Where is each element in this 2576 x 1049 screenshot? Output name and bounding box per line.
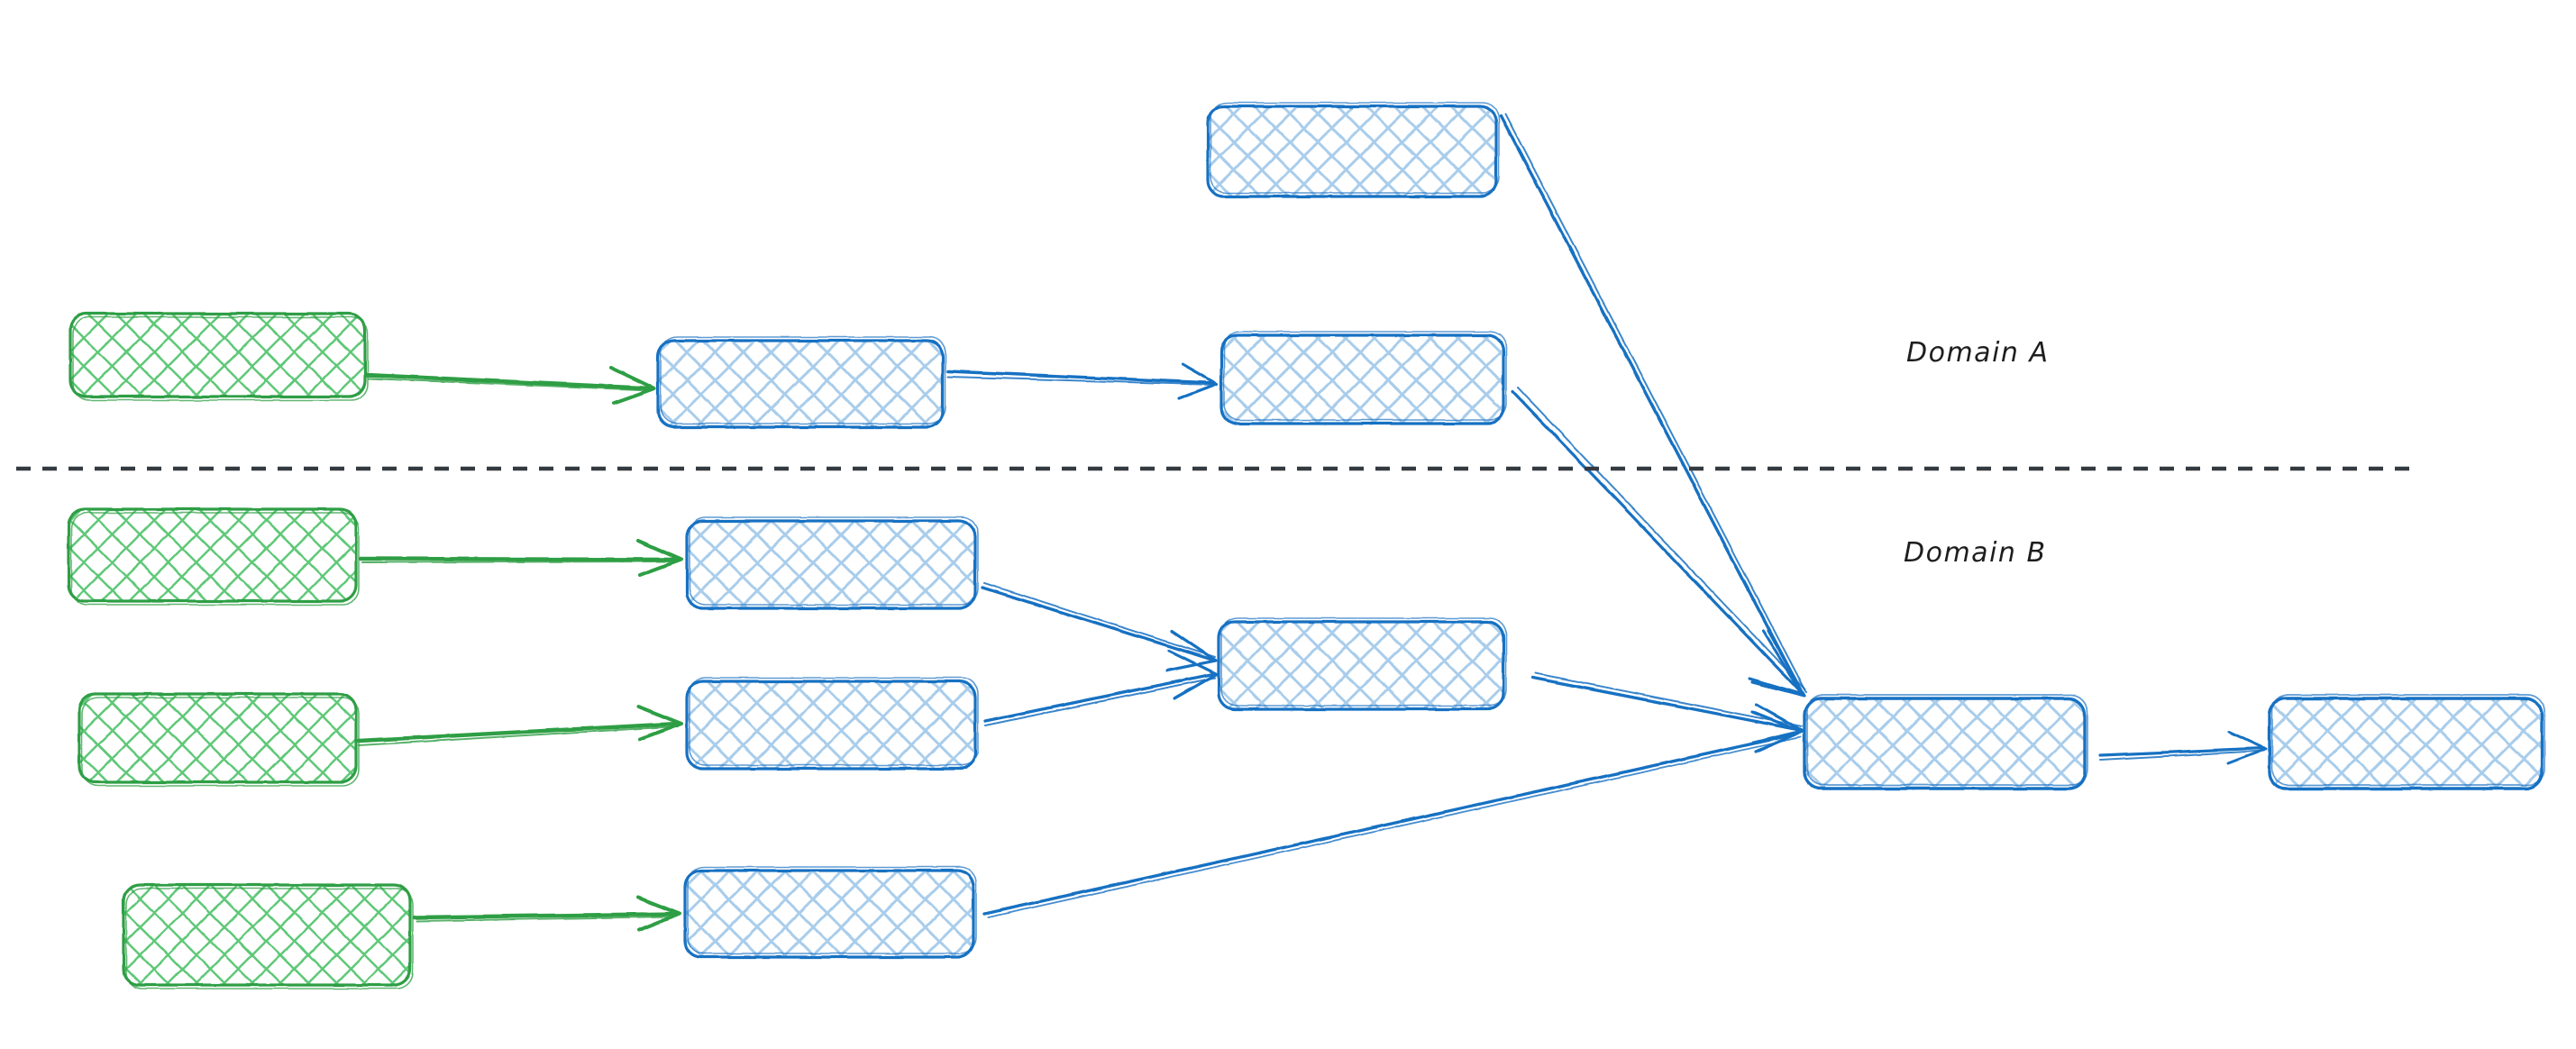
node-b-source-2[interactable] [78,692,360,787]
node-a-process-2[interactable] [1219,331,1507,425]
node-b-merge[interactable] [1217,617,1507,711]
edge-a-process-2-to-b-sink[interactable] [1511,387,1806,696]
edge-b-process-2-to-b-merge[interactable] [983,649,1219,726]
edge-a-source-1-to-a-process-1[interactable] [363,366,656,405]
node-a-source-1[interactable] [69,312,369,401]
edge-b-source-1-to-b-process-1[interactable] [358,539,683,577]
node-b-process-3[interactable] [683,866,977,959]
node-a-process-1[interactable] [656,336,946,429]
edges-layer [356,113,2268,932]
node-b-sink[interactable] [1803,694,2088,790]
domain-a-label: Domain A [1906,337,2050,369]
edge-b-source-3-to-b-process-3[interactable] [412,896,681,932]
node-b-source-3[interactable] [122,883,414,990]
domain-b-label: Domain B [1904,537,2047,569]
node-b-output[interactable] [2268,694,2545,790]
node-a-process-top[interactable] [1206,102,1500,198]
edge-a-process-1-to-a-process-2[interactable] [946,362,1219,400]
nodes-layer [67,102,2545,990]
edge-b-process-1-to-b-merge[interactable] [981,582,1218,672]
node-b-process-2[interactable] [685,677,979,771]
edge-b-sink-to-b-output[interactable] [2098,730,2268,765]
edge-b-source-2-to-b-process-2[interactable] [356,705,683,746]
edge-a-process-top-to-b-sink[interactable] [1499,113,1807,698]
node-b-process-1[interactable] [685,516,979,610]
node-b-source-1[interactable] [67,507,360,606]
edge-b-process-3-to-b-sink[interactable] [982,710,1804,918]
